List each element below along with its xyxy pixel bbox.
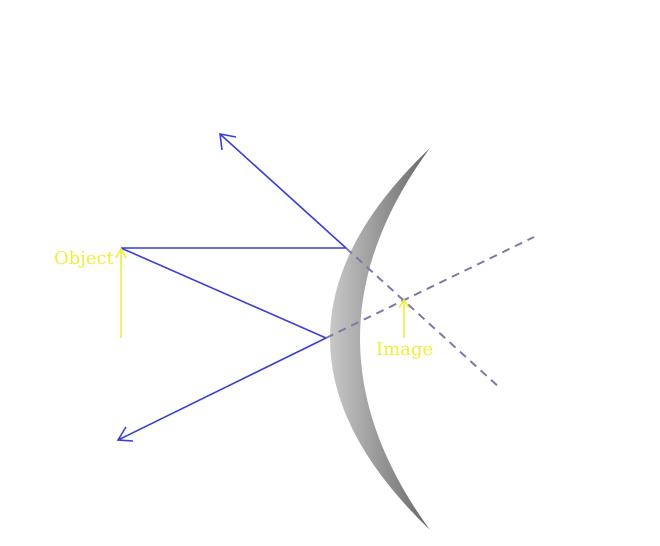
reflected-ray-lower	[117, 337, 327, 441]
image-label: Image	[376, 339, 433, 360]
object-label: Object	[54, 248, 115, 269]
reflected-ray-lower-arrowhead	[116, 426, 134, 442]
object-arrowhead	[115, 247, 127, 259]
convex-mirror	[330, 148, 430, 530]
virtual-ray-upper	[345, 247, 501, 389]
incident-ray-to-center	[120, 247, 327, 339]
image-arrowhead	[398, 298, 410, 309]
virtual-ray-lower	[325, 236, 535, 339]
reflected-ray-upper	[219, 133, 347, 249]
reflected-ray-upper-arrowhead	[219, 133, 237, 151]
